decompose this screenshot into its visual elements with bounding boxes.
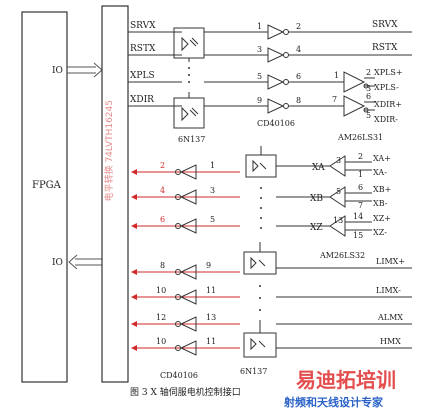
- svg-text:7: 7: [332, 95, 337, 104]
- svg-text:10: 10: [156, 286, 166, 295]
- svg-text:15: 15: [353, 231, 363, 240]
- io-top-label: IO: [52, 66, 63, 76]
- line-driver-2: [343, 95, 375, 117]
- svg-text:13: 13: [206, 313, 216, 322]
- inverter-b-3: [179, 316, 197, 332]
- optocoupler-mid-1: [245, 154, 277, 178]
- inverter-gate-3: [267, 74, 289, 90]
- svg-text:6: 6: [358, 183, 363, 192]
- svg-text:2: 2: [366, 68, 371, 77]
- svg-text:1: 1: [358, 170, 363, 179]
- inverter-gate-1: [267, 24, 289, 40]
- svg-text:5: 5: [366, 111, 371, 120]
- svg-text:11: 11: [206, 337, 216, 346]
- svg-text:11: 11: [206, 286, 216, 295]
- svg-text:14: 14: [353, 212, 363, 221]
- signal-almx: ALMX: [377, 313, 403, 322]
- out-xpls-plus: XPLS+: [374, 68, 403, 77]
- fpga-label: FPGA: [32, 180, 62, 191]
- line-driver-1: [343, 71, 375, 93]
- signal-xdir: XDIR: [130, 95, 154, 105]
- svg-text:1: 1: [257, 22, 262, 31]
- svg-text:2: 2: [358, 152, 363, 161]
- optocoupler-bottom-2: [243, 332, 277, 358]
- buffer-label: 电平转换 74LVTH16245: [103, 100, 115, 201]
- svg-text:8: 8: [160, 261, 165, 270]
- line-receiver-xz: [329, 215, 346, 237]
- out-xpls-minus: XPLS-: [374, 83, 399, 92]
- level-shifter-block: [101, 5, 129, 383]
- svg-text:3: 3: [210, 186, 215, 195]
- part-6n137-bottom: 6N137: [240, 367, 267, 376]
- part-6n137-top: 6N137: [178, 135, 205, 144]
- svg-text:6: 6: [366, 92, 371, 101]
- svg-text:3: 3: [366, 84, 371, 93]
- optocoupler-top-2: [173, 97, 205, 129]
- part-cd40106-bottom: CD40106: [160, 371, 198, 380]
- signal-xz: XZ: [310, 223, 323, 233]
- fpga-block: [21, 11, 68, 383]
- inverter-rx-2: [179, 189, 197, 205]
- line-receiver-xa: [329, 155, 346, 177]
- svg-text:6: 6: [160, 215, 165, 224]
- svg-text:5: 5: [257, 72, 262, 81]
- part-am26ls32: AM26LS32: [319, 251, 365, 260]
- in-xa-plus: XA+: [373, 154, 391, 163]
- out-xdir-minus: XDIR-: [374, 115, 398, 124]
- svg-text:7: 7: [358, 201, 363, 210]
- inverter-gate-4: [267, 98, 289, 114]
- optocoupler-bottom-1: [243, 251, 277, 275]
- io-bottom-label: IO: [52, 258, 63, 268]
- inverter-b-1: [179, 264, 197, 280]
- watermark-brand: 易迪拓培训: [296, 368, 396, 392]
- svg-text:6: 6: [296, 72, 301, 81]
- out-srvx: SRVX: [372, 20, 398, 30]
- svg-text:1: 1: [210, 161, 215, 170]
- svg-text:9: 9: [257, 96, 262, 105]
- svg-text:13: 13: [333, 216, 343, 225]
- signal-srvx: SRVX: [130, 21, 156, 31]
- line-receiver-xb: [329, 186, 346, 208]
- signal-limx-minus: LIMX-: [376, 286, 401, 295]
- svg-text:5: 5: [336, 187, 341, 196]
- svg-text:2: 2: [296, 22, 301, 31]
- svg-text:5: 5: [210, 215, 215, 224]
- part-cd40106-top: CD40106: [257, 119, 295, 128]
- in-xb-minus: XB-: [373, 199, 388, 208]
- signal-rstx: RSTX: [130, 44, 156, 54]
- out-xdir-plus: XDIR+: [374, 100, 402, 109]
- svg-text:4: 4: [296, 45, 301, 54]
- out-rstx: RSTX: [372, 43, 398, 53]
- in-xb-plus: XB+: [373, 185, 391, 194]
- part-am26ls31: AM26LS31: [337, 133, 383, 142]
- figure-caption: 图 3 X 轴伺服电机控制接口: [130, 386, 241, 398]
- inverter-rx-1: [179, 164, 197, 180]
- svg-text:4: 4: [160, 186, 165, 195]
- svg-text:3: 3: [257, 45, 262, 54]
- svg-text:9: 9: [206, 261, 211, 270]
- signal-limx-plus: LIMX+: [376, 257, 405, 266]
- inverter-rx-3: [179, 218, 197, 234]
- in-xz-plus: XZ+: [373, 214, 391, 223]
- svg-text:3: 3: [336, 156, 341, 165]
- io-bus-arrow-bottom: [68, 254, 102, 270]
- inverter-b-2: [179, 289, 197, 305]
- in-xz-minus: XZ-: [373, 228, 387, 237]
- inverter-gate-2: [267, 47, 289, 63]
- svg-text:2: 2: [160, 161, 165, 170]
- io-bus-arrow-top: [67, 62, 103, 78]
- watermark-slogan: 射频和天线设计专家: [283, 395, 384, 409]
- signal-xb: XB: [310, 194, 323, 204]
- svg-text:8: 8: [296, 96, 301, 105]
- signal-hmx: HMX: [380, 337, 401, 346]
- svg-text:10: 10: [156, 337, 166, 346]
- inverter-b-4: [179, 340, 197, 356]
- signal-xa: XA: [312, 163, 325, 173]
- in-xa-minus: XA-: [373, 168, 387, 177]
- svg-text:1: 1: [334, 71, 339, 80]
- svg-text:12: 12: [156, 313, 166, 322]
- signal-xpls: XPLS: [130, 71, 155, 81]
